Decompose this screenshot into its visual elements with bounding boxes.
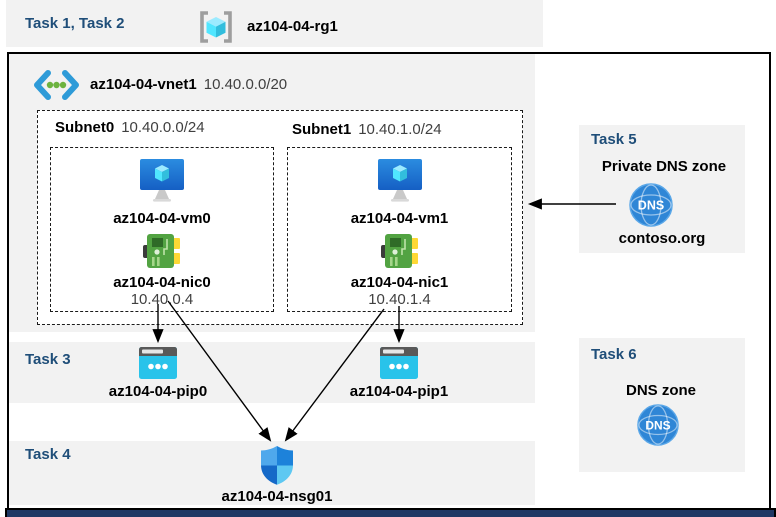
dns-icon-text: DNS [645, 418, 670, 432]
vnet-name: az104-04-vnet1 [90, 76, 197, 93]
nic0-network-interface-icon [143, 234, 180, 268]
nsg-shield-icon [261, 446, 293, 485]
task3-label: Task 3 [25, 351, 71, 368]
nic1-ip: 10.40.1.4 [368, 291, 431, 308]
task6-label: Task 6 [591, 346, 637, 363]
subnet1-box: az104-04-vm1 az104-04-nic1 10.40.1.4 [287, 147, 512, 312]
subnet0-box: az104-04-vm0 az104-04-nic0 10.40.0.4 [50, 147, 274, 312]
subnet1-title-row: Subnet1 10.40.1.0/24 [292, 121, 442, 138]
vnet-title-row: az104-04-vnet1 10.40.0.0/20 [90, 76, 287, 93]
vm1-virtual-machine-icon [377, 159, 422, 202]
pip0-public-ip-icon [139, 347, 177, 379]
vnet-cidr: 10.40.0.0/20 [203, 76, 288, 93]
dns-icon-text: DNS [638, 199, 664, 213]
task5-label: Task 5 [591, 131, 637, 148]
dns-zone-name: contoso.org [618, 230, 706, 247]
vm1-name: az104-04-vm1 [350, 210, 449, 227]
virtual-network-icon [34, 70, 79, 100]
nic0-name: az104-04-nic0 [113, 274, 211, 291]
subnet0-name: Subnet0 [55, 119, 115, 136]
dns-zone-title: DNS zone [625, 382, 697, 399]
resource-group-name: az104-04-rg1 [247, 18, 338, 35]
task5-box: Task 5 Private DNS zone DNS contoso.org [579, 125, 745, 253]
resource-group-icon [200, 11, 232, 43]
next-section-bar [5, 508, 776, 517]
nic1-name: az104-04-nic1 [350, 274, 449, 291]
subnet1-cidr: 10.40.1.0/24 [358, 121, 442, 138]
subnet1-name: Subnet1 [292, 121, 352, 138]
tasks-1-2-label: Task 1, Task 2 [25, 15, 125, 32]
pip1-public-ip-icon [380, 347, 418, 379]
task6-box: Task 6 DNS zone DNS [579, 338, 745, 472]
pip1-name: az104-04-pip1 [349, 383, 449, 400]
dns-globe-icon: DNS [629, 183, 673, 227]
nic0-ip: 10.40.0.4 [130, 291, 194, 308]
nic1-network-interface-icon [380, 234, 418, 268]
task4-label: Task 4 [25, 446, 71, 463]
pip0-name: az104-04-pip0 [108, 383, 208, 400]
private-dns-zone-title: Private DNS zone [601, 158, 727, 175]
vm0-virtual-machine-icon [140, 159, 184, 202]
nsg-name: az104-04-nsg01 [221, 488, 333, 505]
vm0-name: az104-04-vm0 [113, 210, 211, 227]
subnet0-title-row: Subnet0 10.40.0.0/24 [55, 119, 205, 136]
task3-band [9, 342, 535, 403]
dns-globe-icon: DNS [637, 404, 679, 446]
subnet0-cidr: 10.40.0.0/24 [121, 119, 205, 136]
resource-group-header-band: Task 1, Task 2 az104-04-rg1 [6, 0, 543, 47]
